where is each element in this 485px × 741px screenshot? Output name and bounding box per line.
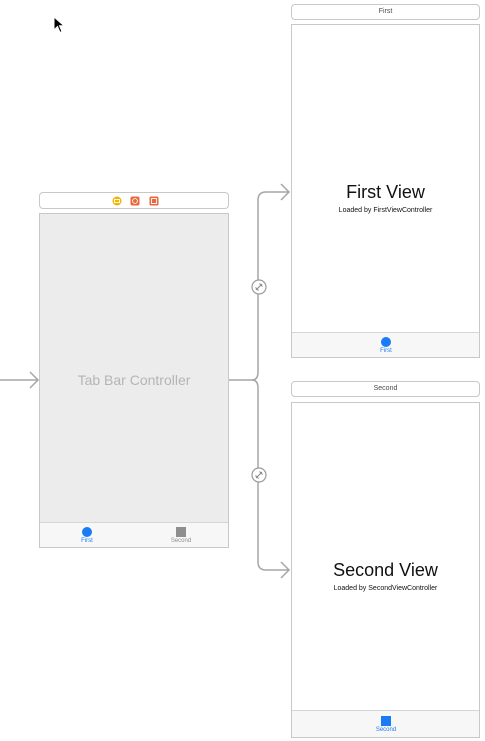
segue-badge-icon[interactable]	[251, 279, 267, 295]
tab-bar: Second	[292, 710, 479, 737]
exit-icon[interactable]	[149, 196, 159, 206]
tab-label: First	[81, 538, 93, 544]
tab-bar: First Second	[40, 522, 228, 547]
tab-second[interactable]: Second	[369, 716, 403, 733]
tab-second[interactable]: Second	[164, 527, 198, 544]
tab-first[interactable]: First	[70, 527, 104, 544]
view-controller-icon[interactable]	[112, 196, 122, 206]
tab-label: Second	[170, 538, 192, 544]
second-view-subtitle: Loaded by SecondViewController	[333, 585, 438, 592]
relationship-segue-first	[251, 191, 289, 381]
second-view-scene[interactable]: Second View Loaded by SecondViewControll…	[291, 402, 480, 738]
first-view-scene[interactable]: First View Loaded by FirstViewController…	[291, 24, 480, 358]
first-responder-icon[interactable]	[130, 196, 140, 206]
tab-label: First	[380, 348, 392, 354]
square-tab-icon	[381, 716, 391, 726]
tab-bar-controller-title: Tab Bar Controller	[77, 372, 191, 388]
square-tab-icon	[176, 527, 186, 537]
tab-bar-controller-scene[interactable]: Tab Bar Controller First Second	[39, 213, 229, 548]
first-view-title: First View	[346, 182, 425, 202]
circle-tab-icon	[381, 337, 391, 347]
tab-label: Second	[375, 727, 397, 733]
segue-badge-icon[interactable]	[251, 467, 267, 483]
tab-bar-controller-dock[interactable]	[39, 192, 229, 209]
tab-bar: First	[292, 332, 479, 357]
relationship-segue-second	[251, 379, 289, 571]
second-view-title: Second View	[333, 560, 438, 580]
second-scene-dock[interactable]: Second	[291, 381, 480, 397]
scene-header-label: Second	[373, 385, 398, 392]
tab-first[interactable]: First	[369, 337, 403, 354]
scene-header-label: First	[378, 8, 393, 15]
mouse-cursor-icon	[53, 16, 65, 34]
first-scene-dock[interactable]: First	[291, 4, 480, 20]
circle-tab-icon	[82, 527, 92, 537]
first-view-subtitle: Loaded by FirstViewController	[338, 207, 433, 214]
